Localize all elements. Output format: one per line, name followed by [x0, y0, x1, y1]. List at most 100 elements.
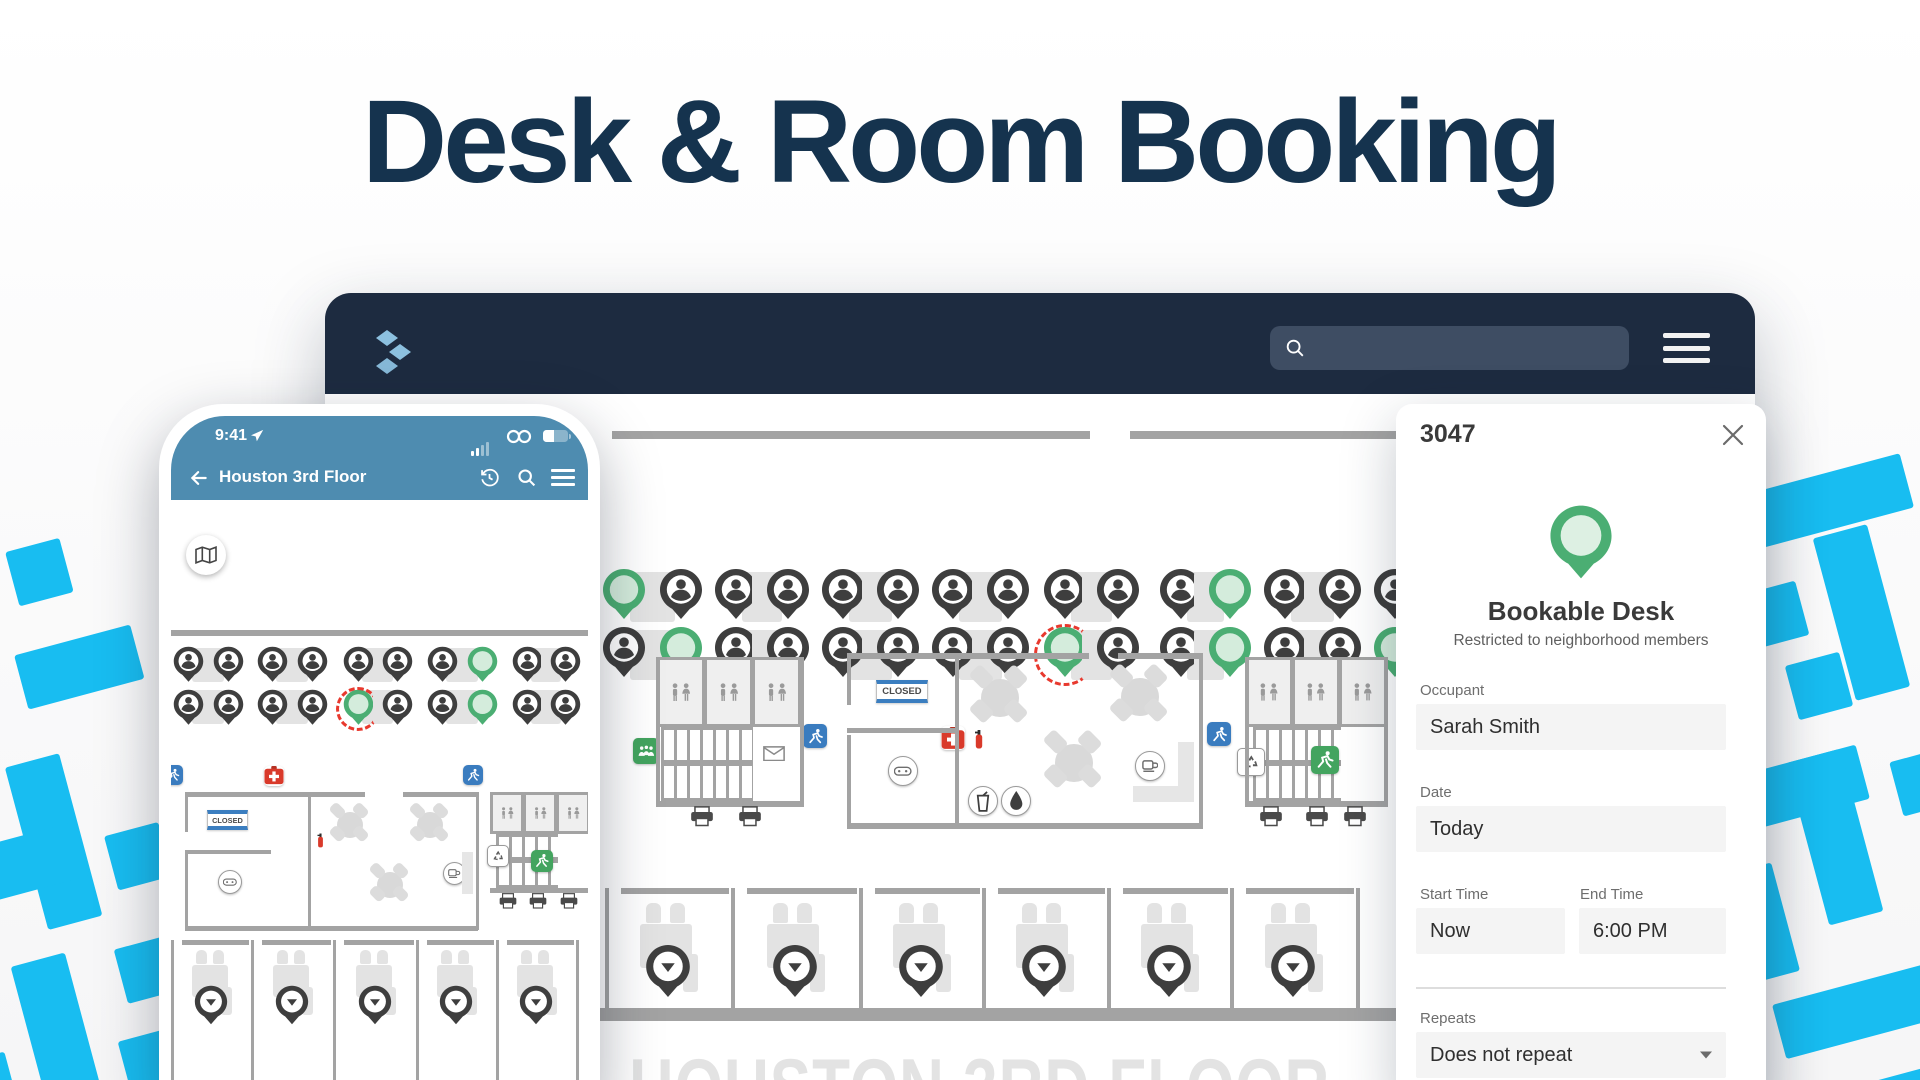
recycle-icon — [487, 845, 509, 867]
desk-pin-occupied[interactable] — [257, 689, 288, 726]
round-table — [368, 861, 410, 903]
desk-pin-occupied[interactable] — [821, 626, 865, 678]
desk-pin-occupied[interactable] — [821, 568, 865, 620]
room-pin[interactable] — [1270, 944, 1316, 998]
wall — [847, 735, 851, 829]
desk-pin-occupied[interactable] — [257, 646, 288, 683]
restroom-icon — [659, 660, 702, 724]
menu-icon[interactable] — [551, 469, 575, 486]
desk-pin-occupied[interactable] — [1159, 568, 1203, 620]
desk-pin-occupied[interactable] — [1096, 568, 1140, 620]
booth-wall — [605, 888, 609, 1010]
game-room-icon — [888, 756, 918, 786]
desk-pin-occupied[interactable] — [382, 689, 413, 726]
restroom-icon — [707, 660, 750, 724]
desk-pin-occupied[interactable] — [512, 646, 543, 683]
room-pin[interactable] — [439, 985, 473, 1025]
room-pin[interactable] — [194, 985, 228, 1025]
coffee-icon — [443, 862, 466, 885]
repeats-dropdown[interactable]: Does not repeat — [1416, 1032, 1726, 1078]
end-time-field[interactable]: 6:00 PM — [1579, 908, 1726, 954]
desk-pin-occupied[interactable] — [876, 568, 920, 620]
phone-nav-bar: Houston 3rd Floor — [171, 456, 588, 500]
booth-monitor — [772, 903, 788, 923]
room-pin[interactable] — [772, 944, 818, 998]
desk-pin-occupied[interactable] — [1043, 568, 1087, 620]
desk-pin-occupied[interactable] — [659, 568, 703, 620]
wall — [403, 792, 478, 797]
start-time-label: Start Time — [1420, 886, 1489, 903]
room-pin[interactable] — [1146, 944, 1192, 998]
booth-monitor — [277, 950, 288, 964]
desk-pin-free[interactable] — [1208, 626, 1252, 678]
map-toggle-button[interactable] — [186, 535, 226, 575]
closed-sign: CLOSED — [876, 680, 928, 704]
phone-mockup: 9:41 Houston 3rd Floor — [159, 404, 600, 1080]
desk-pin-occupied[interactable] — [512, 689, 543, 726]
restroom-icon — [1342, 660, 1384, 724]
desk-pin-occupied[interactable] — [550, 646, 581, 683]
date-field[interactable]: Today — [1416, 806, 1726, 852]
wall — [1245, 657, 1249, 807]
desk-pin-occupied[interactable] — [173, 646, 204, 683]
desk-pin-occupied[interactable] — [714, 568, 758, 620]
occupant-field[interactable]: Sarah Smith — [1416, 704, 1726, 750]
close-icon[interactable] — [1722, 424, 1744, 446]
room-pin[interactable] — [519, 985, 553, 1025]
room-pin[interactable] — [275, 985, 309, 1025]
desk-pin-free[interactable] — [602, 568, 646, 620]
restroom-cell — [704, 657, 753, 727]
desk-pin-occupied[interactable] — [931, 626, 975, 678]
desk-pin-occupied[interactable] — [173, 689, 204, 726]
map-icon — [195, 546, 217, 564]
booth-top-wall — [1123, 888, 1228, 894]
desk-pin-occupied[interactable] — [876, 626, 920, 678]
printer-icon — [498, 893, 518, 914]
desk-pin-occupied[interactable] — [986, 568, 1030, 620]
room-pin[interactable] — [1021, 944, 1067, 998]
desk-pin-occupied[interactable] — [427, 646, 458, 683]
bookable-desk-pin-icon — [1550, 505, 1612, 579]
start-time-field[interactable]: Now — [1416, 908, 1565, 954]
desk-pin-occupied[interactable] — [297, 646, 328, 683]
room-pin[interactable] — [645, 944, 691, 998]
desk-pin-occupied[interactable] — [213, 689, 244, 726]
search-icon[interactable] — [516, 467, 537, 488]
desk-pin-free[interactable] — [467, 689, 498, 726]
pattern-tile — [10, 952, 109, 1080]
booth-monitor — [441, 950, 452, 964]
desk-pin-occupied[interactable] — [550, 689, 581, 726]
desk-pin-occupied[interactable] — [602, 626, 646, 678]
restroom-cell — [523, 792, 557, 834]
pattern-tile — [1784, 651, 1854, 721]
room-pin[interactable] — [358, 985, 392, 1025]
desk-pin-occupied[interactable] — [297, 689, 328, 726]
phone-floor-title: Houston 3rd Floor — [219, 467, 367, 486]
desk-pin-free[interactable] — [1208, 568, 1252, 620]
search-input[interactable] — [1270, 326, 1629, 370]
status-time: 9:41 — [215, 427, 248, 444]
phone-status-bar: 9:41 — [171, 416, 588, 456]
menu-icon[interactable] — [1663, 333, 1710, 363]
back-icon[interactable] — [189, 468, 209, 488]
booth-top-wall — [262, 940, 331, 945]
fire-extinguisher-icon — [316, 832, 325, 854]
counter — [1133, 786, 1194, 802]
desk-pin-free[interactable] — [467, 646, 498, 683]
fire-extinguisher-icon — [973, 728, 985, 755]
desk-pin-occupied[interactable] — [427, 689, 458, 726]
drink-icon — [968, 786, 998, 816]
desk-pin-occupied[interactable] — [213, 646, 244, 683]
desk-pin-occupied[interactable] — [343, 646, 374, 683]
pattern-tile — [1785, 748, 1884, 926]
coffee-icon — [1135, 751, 1165, 781]
desk-pin-occupied[interactable] — [766, 568, 810, 620]
desk-pin-occupied[interactable] — [931, 568, 975, 620]
history-icon[interactable] — [479, 467, 500, 488]
desk-pin-occupied[interactable] — [382, 646, 413, 683]
desk-pin-occupied[interactable] — [1263, 568, 1307, 620]
exit-icon — [1311, 746, 1339, 774]
wall — [656, 801, 804, 807]
room-pin[interactable] — [898, 944, 944, 998]
desk-pin-occupied[interactable] — [1318, 568, 1362, 620]
